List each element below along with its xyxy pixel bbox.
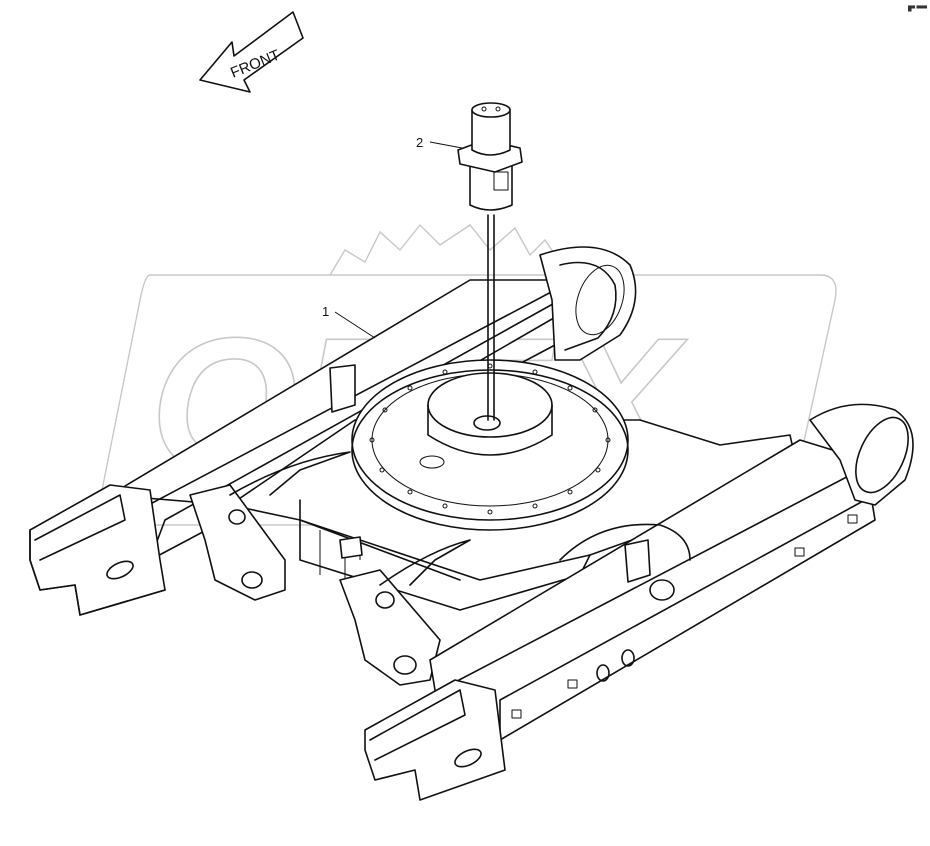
- lower-frame: [29, 246, 914, 801]
- callout-1: 1: [322, 304, 376, 339]
- corner-mark: █▀ ▀▀▀: [908, 5, 928, 12]
- center-joint: [457, 102, 523, 421]
- callout-2: 2: [416, 135, 463, 150]
- callout-2-number: 2: [416, 135, 423, 150]
- callout-1-number: 1: [322, 304, 329, 319]
- front-arrow: FRONT: [199, 11, 304, 93]
